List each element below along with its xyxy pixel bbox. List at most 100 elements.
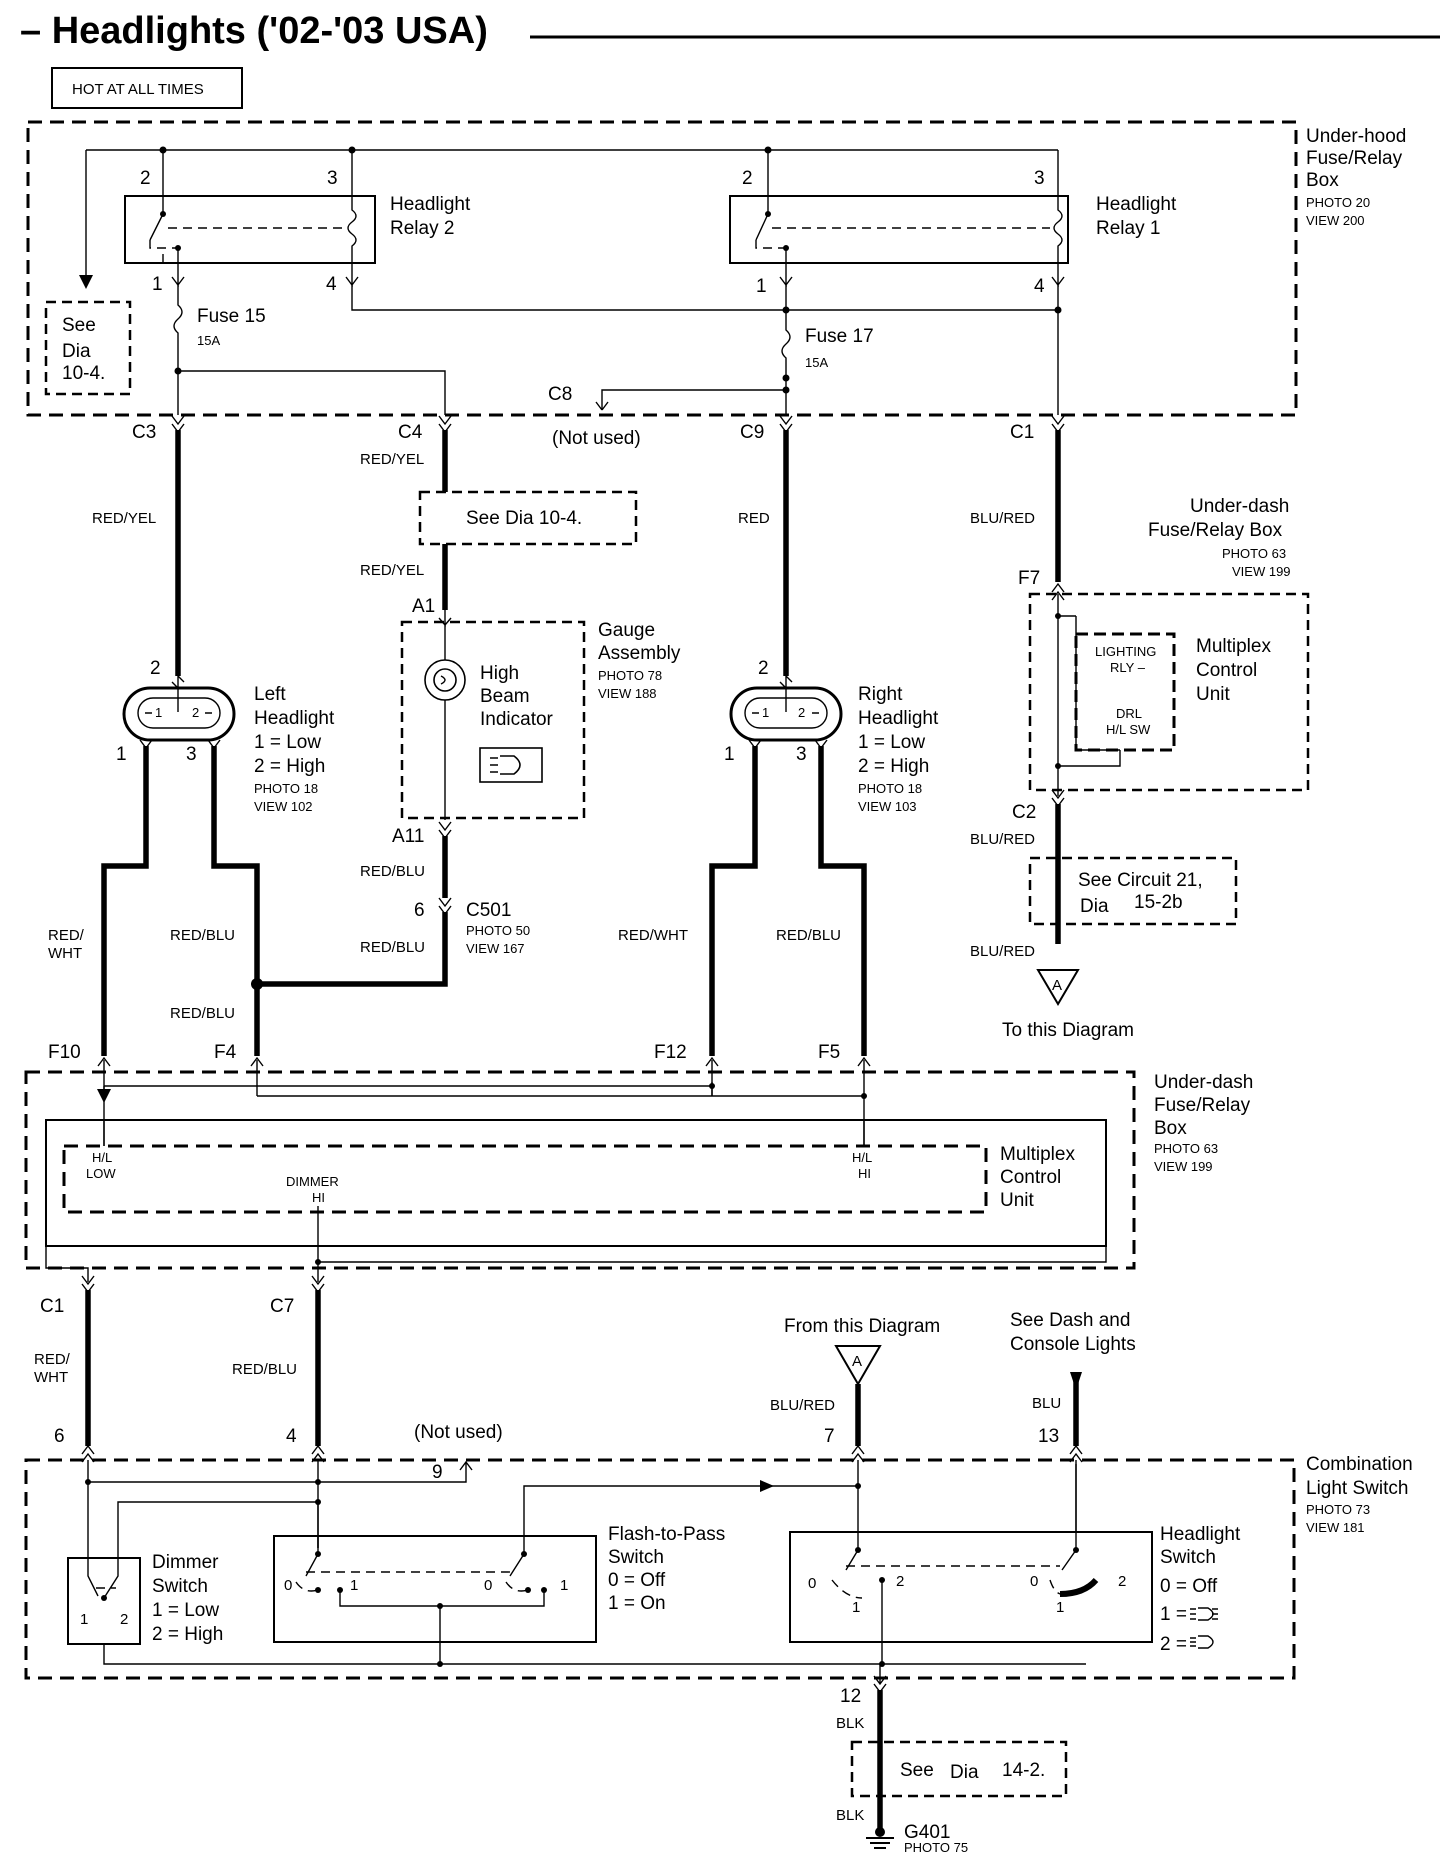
c501-photo: PHOTO 50 [466,923,530,938]
wire-left-red-wht-2: WHT [48,945,82,962]
hls-name-2: Switch [1160,1547,1216,1568]
flash-name-2: Switch [608,1547,664,1568]
see-dia-top-3: 10-4. [62,363,105,384]
underdash-box-top: Under-dash Fuse/Relay Box PHOTO 63 VIEW … [1012,496,1310,823]
hls-mode-1: 1 = [1160,1604,1187,1625]
headlight-relay-2: 2 3 1 4 Headlight Relay 2 [124,168,471,295]
relay2-name-2: Relay 2 [390,218,454,239]
page-title: – Headlights ('02-'03 USA) [20,10,488,52]
right-hl-pin-3: 3 [796,744,807,765]
dimmer-name-1: Dimmer [152,1552,219,1573]
right-hl-name-2: Headlight [858,708,939,729]
fuse15-rating: 15A [197,333,220,348]
underhood-box-name-1: Under-hood [1306,126,1406,147]
ud-top-name-1: Under-dash [1190,496,1289,517]
wire-right-red-wht: RED/WHT [618,927,688,944]
see-circuit-2: Dia [1080,896,1109,917]
mcu-mid-hl-hi-1: H/L [852,1150,872,1165]
relay2-pin-1: 1 [152,274,163,295]
mcu-mid-hl-low-1: H/L [92,1150,112,1165]
ground-label: G401 [904,1822,950,1843]
gauge-pin-a11: A11 [392,826,424,847]
dimmer-contact-2: 2 [120,1611,128,1628]
fuse15-label: Fuse 15 [197,306,266,327]
high-beam-small-icon [1190,1635,1214,1649]
hls-name-1: Headlight [1160,1524,1241,1545]
mcu-mid-name-2: Control [1000,1167,1061,1188]
left-hl-pin-3: 3 [186,744,197,765]
to-this-diagram: To this Diagram [1002,1020,1134,1041]
conn-c3: C3 [132,422,156,443]
wire-dash-blu: BLU [1032,1395,1061,1412]
left-hl-pin-1: 1 [116,744,127,765]
fuse17-label: Fuse 17 [805,326,874,347]
mcu-mid-name-3: Unit [1000,1190,1035,1211]
left-hl-name-2: Headlight [254,708,335,729]
combo-pin-13: 13 [1038,1426,1059,1447]
combo-pin-7: 7 [824,1426,835,1447]
wire-right-red-blu: RED/BLU [776,927,841,944]
ud-mid-pin-f10: F10 [48,1042,81,1063]
wire-c7-red-blu: RED/BLU [232,1361,297,1378]
mcu-mid-dimmer-2: HI [312,1190,325,1205]
title-bar: – Headlights ('02-'03 USA) [20,10,1440,52]
left-hl-photo: PHOTO 18 [254,781,318,796]
hls-contact-1b: 1 [1056,1599,1064,1616]
underdash-box-middle: F10 F4 F12 F5 H/L LOW H/L HI DIMMER HI M… [24,1042,1253,1317]
left-hl-name-1: Left [254,684,286,705]
fuse17-rating: 15A [805,355,828,370]
ud-mid-pin-f4: F4 [214,1042,237,1063]
c501-label: C501 [466,900,511,921]
ud-mid-pin-f5: F5 [818,1042,840,1063]
connector-a-in: A [852,1353,862,1370]
wire-c9-red: RED [738,510,770,527]
ud-top-pin-f7: F7 [1018,568,1040,589]
combo-pin-4: 4 [286,1426,297,1447]
gauge-indicator-1: High [480,663,519,684]
wire-a-blu-red: BLU/RED [770,1397,835,1414]
see-dash-1: See Dash and [1010,1310,1130,1331]
mcu-top-name-2: Control [1196,660,1257,681]
headlight-relay-1: 2 3 1 4 Headlight Relay 1 [729,168,1177,297]
underhood-photo: PHOTO 20 [1306,195,1370,210]
flash-contact-1b: 1 [560,1577,568,1594]
combo-pin-6: 6 [54,1426,65,1447]
relay1-pin-2: 2 [742,168,753,189]
wire-ground-blk: BLK [836,1807,864,1824]
ud-top-photo: PHOTO 63 [1222,546,1286,561]
hls-contact-0b: 0 [1030,1573,1038,1590]
relay2-name-1: Headlight [390,194,471,215]
relay2-pin-2: 2 [140,168,151,189]
ud-top-name-2: Fuse/Relay Box [1148,520,1283,541]
dimmer-contact-1: 1 [80,1611,88,1628]
high-beam-icon [479,747,543,783]
hot-at-all-times-label: HOT AT ALL TIMES [72,81,204,98]
see-dia-bottom-3: 14-2. [1002,1760,1045,1781]
right-hl-pin-1: 1 [724,744,735,765]
mcu-mid-hl-low-2: LOW [86,1166,116,1181]
wire-c1-red-wht-2: WHT [34,1369,68,1386]
see-dia-top-2: Dia [62,341,91,362]
flash-name-1: Flash-to-Pass [608,1524,725,1545]
underhood-box-name-2: Fuse/Relay [1306,148,1403,169]
c8-label: C8 [548,384,572,405]
underhood-box [26,120,1298,417]
mcu-top-inner-2: RLY – [1110,660,1146,675]
combination-light-switch: 6 4 9 7 13 (Not used) 1 2 Dimmer Switch … [24,1422,1413,1686]
see-dia-10-4: See Dia 10-4. [466,508,582,529]
conn-c4: C4 [398,422,423,443]
ud-top-view: VIEW 199 [1232,564,1291,579]
flash-contact-0b: 0 [484,1577,492,1594]
relay1-name-1: Headlight [1096,194,1177,215]
left-hl-inner-1: 1 [155,705,162,720]
ground-photo: PHOTO 75 [904,1840,968,1854]
conn-c9: C9 [740,422,764,443]
mcu-mid-name-1: Multiplex [1000,1144,1075,1165]
wire-c4-red-yel-2: RED/YEL [360,562,424,579]
ground-symbol-icon [866,1837,894,1849]
right-hl-inner-1: 1 [762,705,769,720]
right-hl-mode-2: 2 = High [858,756,929,777]
flash-mode-2: 1 = On [608,1593,666,1614]
c501-pin: 6 [414,900,425,921]
mcu-mid-hl-hi-2: HI [858,1166,871,1181]
